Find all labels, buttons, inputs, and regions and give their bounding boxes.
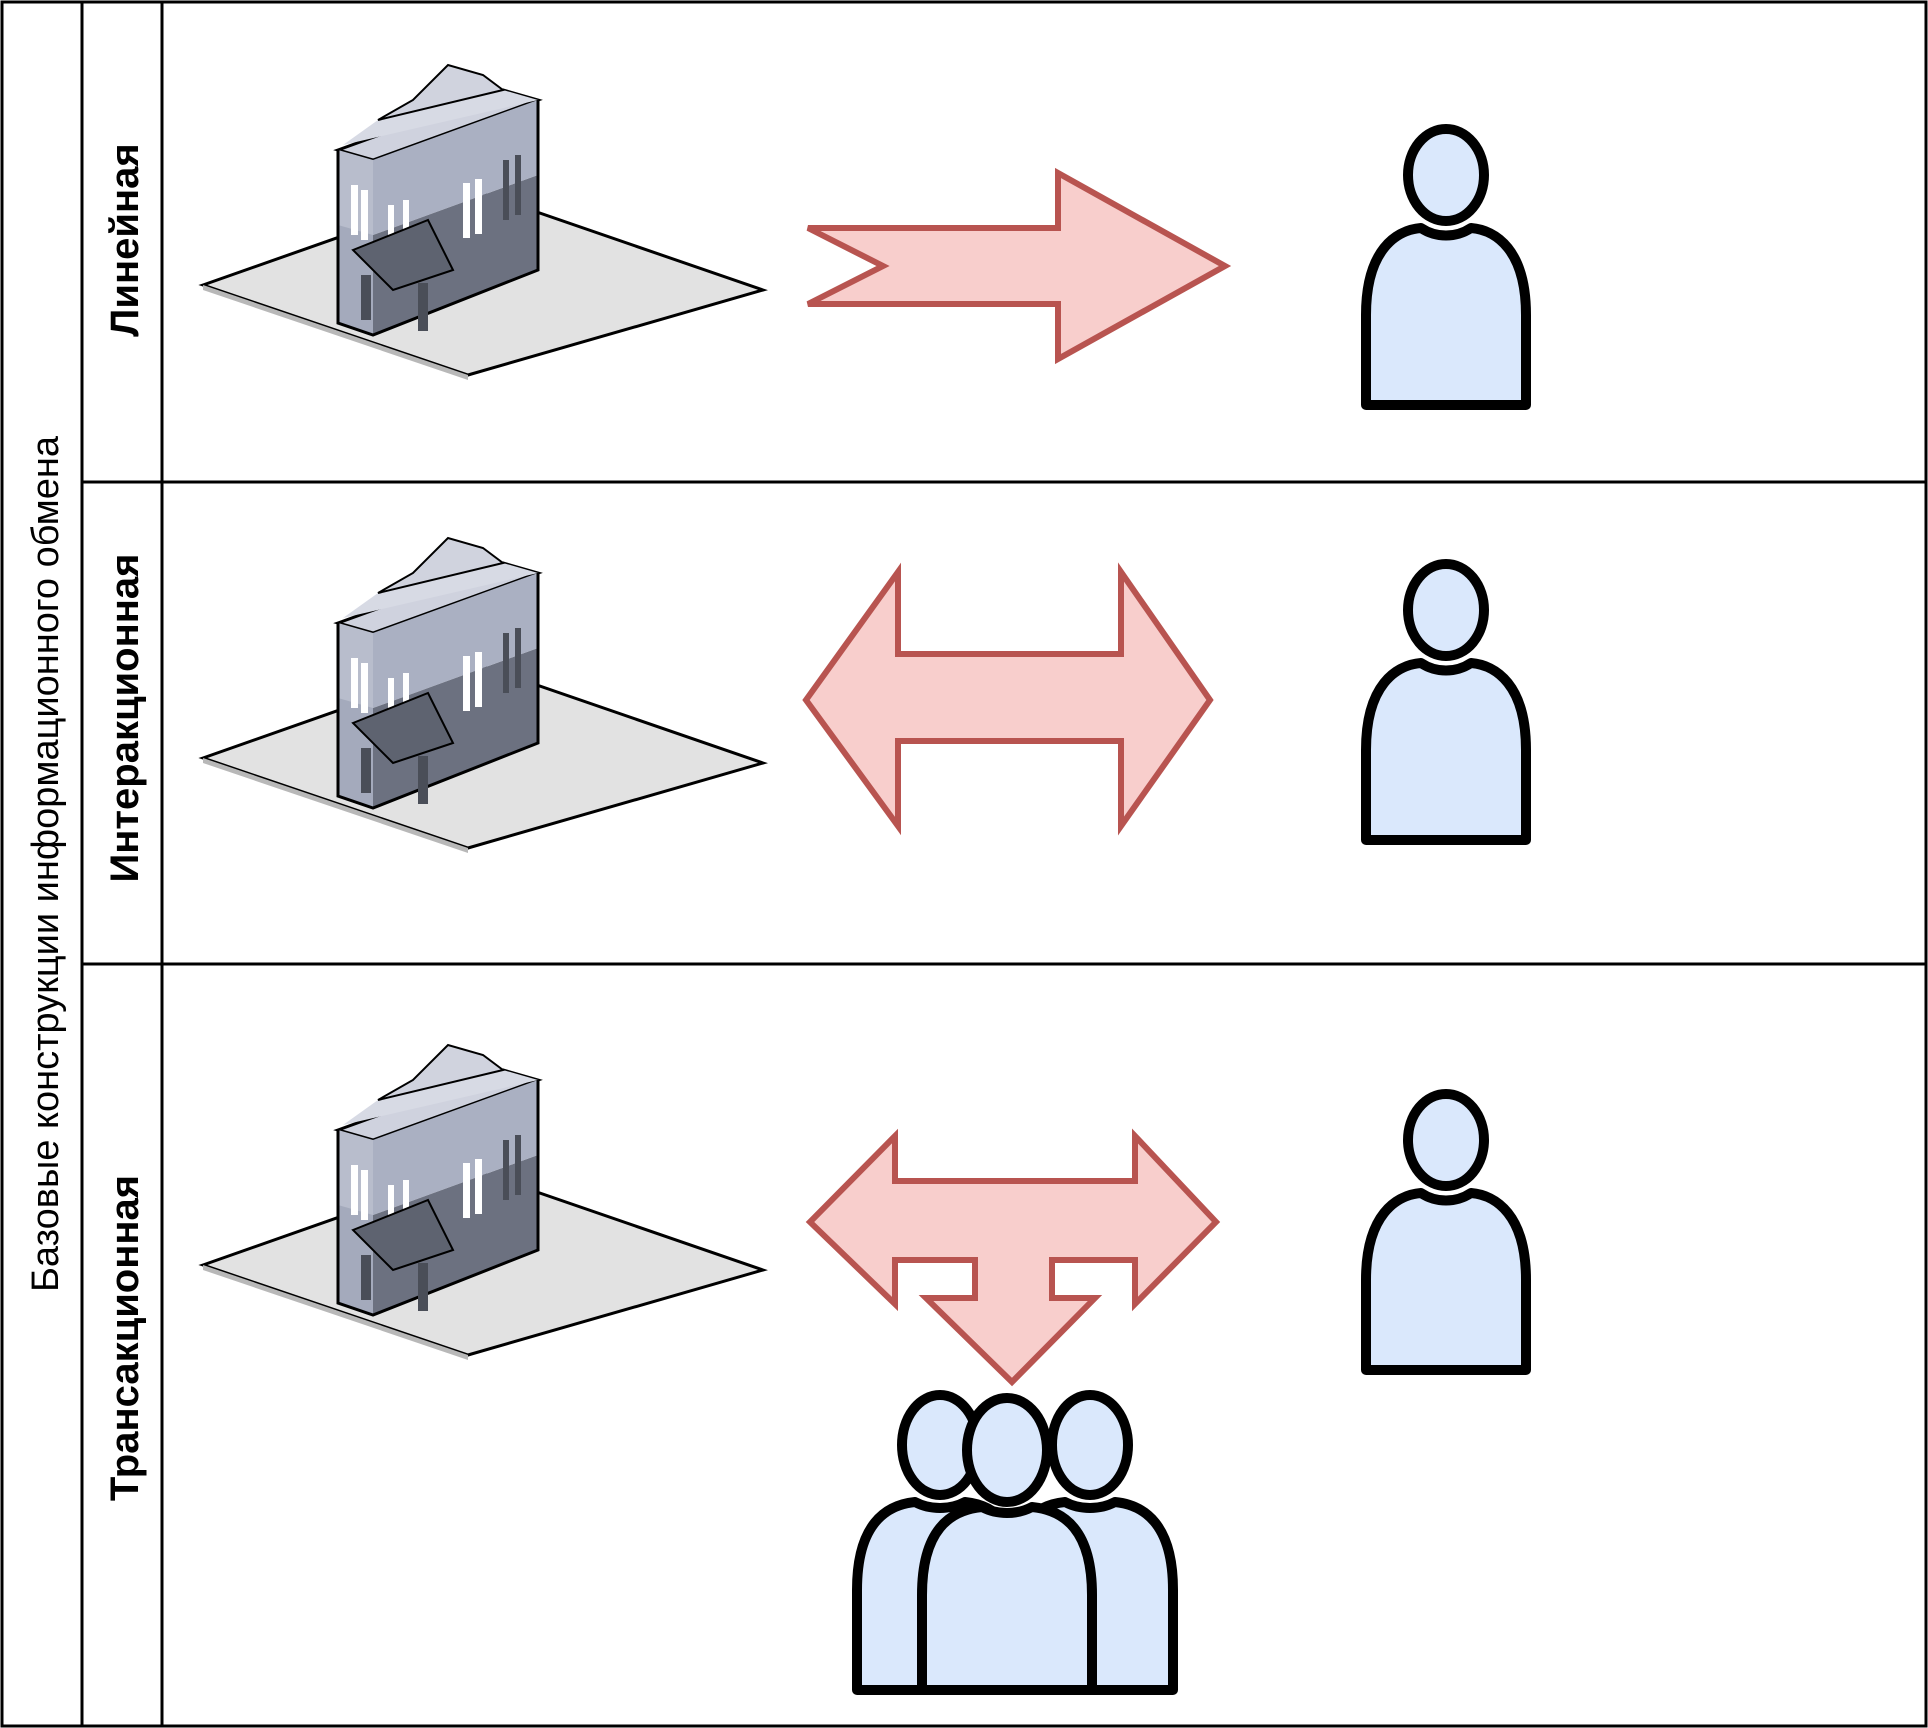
diagram-title: Базовые конструкции информационного обме… <box>25 435 67 1292</box>
row-label-transaction: Трансакционная <box>103 1175 147 1501</box>
row-label-interaction: Интеракционная <box>103 554 147 883</box>
double-arrow-icon <box>802 562 1214 836</box>
row-label-linear: Линейная <box>103 143 147 336</box>
people-group-icon <box>852 1390 1178 1695</box>
three-way-arrow-icon <box>805 1128 1221 1387</box>
right-arrow-icon <box>806 167 1232 365</box>
